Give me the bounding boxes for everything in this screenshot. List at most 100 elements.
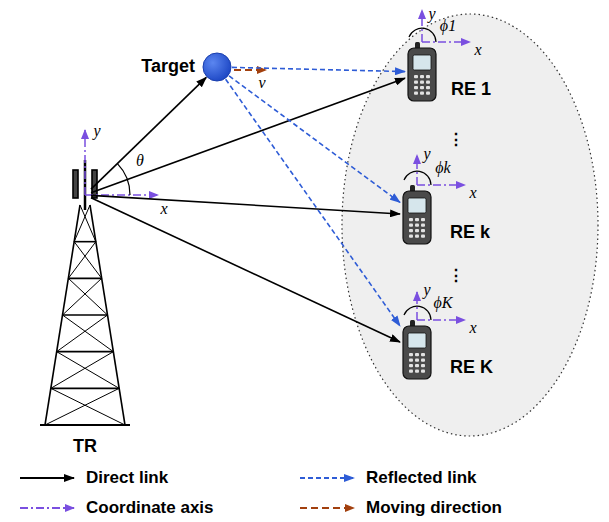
symbol-label: x xyxy=(469,320,476,336)
phone-key xyxy=(415,224,419,227)
phone-key xyxy=(420,75,424,78)
angle-arc xyxy=(404,171,431,185)
coordinate-axis xyxy=(421,10,423,42)
direct-link xyxy=(91,78,405,193)
tower-brace xyxy=(63,278,102,315)
phone-body xyxy=(408,48,436,101)
ellipsis-mark: ⋮ xyxy=(448,132,464,148)
phone-antenna xyxy=(415,42,420,51)
node-label: Target xyxy=(141,57,195,77)
symbol-label: ϕ1 xyxy=(440,18,456,34)
ellipsis-mark: ⋮ xyxy=(448,268,464,284)
coordinate-axis xyxy=(417,184,465,186)
phone-screen xyxy=(408,333,426,348)
symbol-label: θ xyxy=(136,153,144,169)
node-label: RE K xyxy=(450,358,493,378)
phone-antenna xyxy=(410,185,415,194)
reflected-link xyxy=(232,67,405,71)
phone-key xyxy=(421,353,425,356)
phone-key xyxy=(421,218,425,221)
node-label: RE 1 xyxy=(451,80,491,100)
phone-key xyxy=(414,92,418,95)
moving-direction xyxy=(234,69,266,71)
coordinate-axis xyxy=(84,130,86,195)
symbol-label: y xyxy=(93,123,100,139)
legend-item: Direct link xyxy=(18,467,168,489)
phone-key xyxy=(409,370,413,373)
moving-sample xyxy=(298,501,358,515)
antenna-panel xyxy=(73,170,78,198)
tower-brace xyxy=(57,351,114,353)
phone-key xyxy=(415,370,419,373)
phone-key xyxy=(414,81,418,84)
moving-sample xyxy=(300,507,354,509)
phone-body xyxy=(403,191,431,244)
phone-key xyxy=(409,359,413,362)
phone-key xyxy=(426,92,430,95)
tower-brace xyxy=(74,241,96,243)
phone-antenna xyxy=(410,320,415,329)
phone-key xyxy=(409,353,413,356)
direct-link-sample xyxy=(18,471,78,485)
tower-base xyxy=(40,424,130,426)
direct-link-sample xyxy=(20,477,74,479)
phone-key xyxy=(409,218,413,221)
phone-icon xyxy=(400,185,434,245)
angle-arc xyxy=(409,28,436,42)
phone-key xyxy=(415,353,419,356)
symbol-label: y xyxy=(428,6,435,22)
legend-item: Moving direction xyxy=(298,497,502,519)
phone-key xyxy=(409,224,413,227)
phone-key xyxy=(409,235,413,238)
tower-brace xyxy=(57,315,108,352)
node-label: RE k xyxy=(450,223,490,243)
reflected-link-sample xyxy=(298,471,358,485)
receiver-node: RE 1 xyxy=(405,42,439,102)
legend-text: Direct link xyxy=(86,468,168,488)
symbol-label: v xyxy=(258,75,265,91)
tower-brace xyxy=(57,352,119,389)
reflected-link-sample xyxy=(300,477,354,479)
legend-item: Reflected link xyxy=(298,467,477,489)
coordinate-axis xyxy=(416,155,418,185)
phone-key xyxy=(421,229,425,232)
tower-symbol xyxy=(40,160,130,425)
tower-brace xyxy=(51,388,119,390)
phone-icon xyxy=(405,42,439,102)
phone-key xyxy=(421,235,425,238)
tower-brace xyxy=(51,388,125,425)
receiver-region xyxy=(342,14,598,436)
receiver-node: RE K xyxy=(400,320,434,380)
phone-key xyxy=(415,229,419,232)
node-label: TR xyxy=(73,437,97,457)
phone-key xyxy=(415,364,419,367)
phone-key xyxy=(421,364,425,367)
phone-screen xyxy=(408,198,426,213)
phone-key xyxy=(414,75,418,78)
axis-sample xyxy=(20,507,74,509)
direct-link xyxy=(91,198,400,342)
target-circle xyxy=(202,52,232,82)
phone-key xyxy=(426,86,430,89)
receiver-node: RE k xyxy=(400,185,434,245)
tower-brace xyxy=(63,314,108,316)
target-circle xyxy=(203,53,231,81)
coordinate-axis xyxy=(422,41,470,43)
legend-text: Reflected link xyxy=(366,468,477,488)
tower-brace xyxy=(68,278,107,315)
symbol-label: y xyxy=(423,146,430,162)
legend-text: Coordinate axis xyxy=(86,498,214,518)
symbol-label: x xyxy=(160,201,167,217)
phone-icon xyxy=(400,320,434,380)
symbol-label: ϕK xyxy=(434,295,453,311)
tower-brace xyxy=(68,278,101,280)
reflected-link xyxy=(226,79,400,326)
phone-key xyxy=(426,81,430,84)
phone-key xyxy=(421,359,425,362)
phone-key xyxy=(420,86,424,89)
symbol-label: x xyxy=(474,42,481,58)
tower-brace xyxy=(68,242,96,279)
symbol-label: ϕk xyxy=(435,160,450,176)
